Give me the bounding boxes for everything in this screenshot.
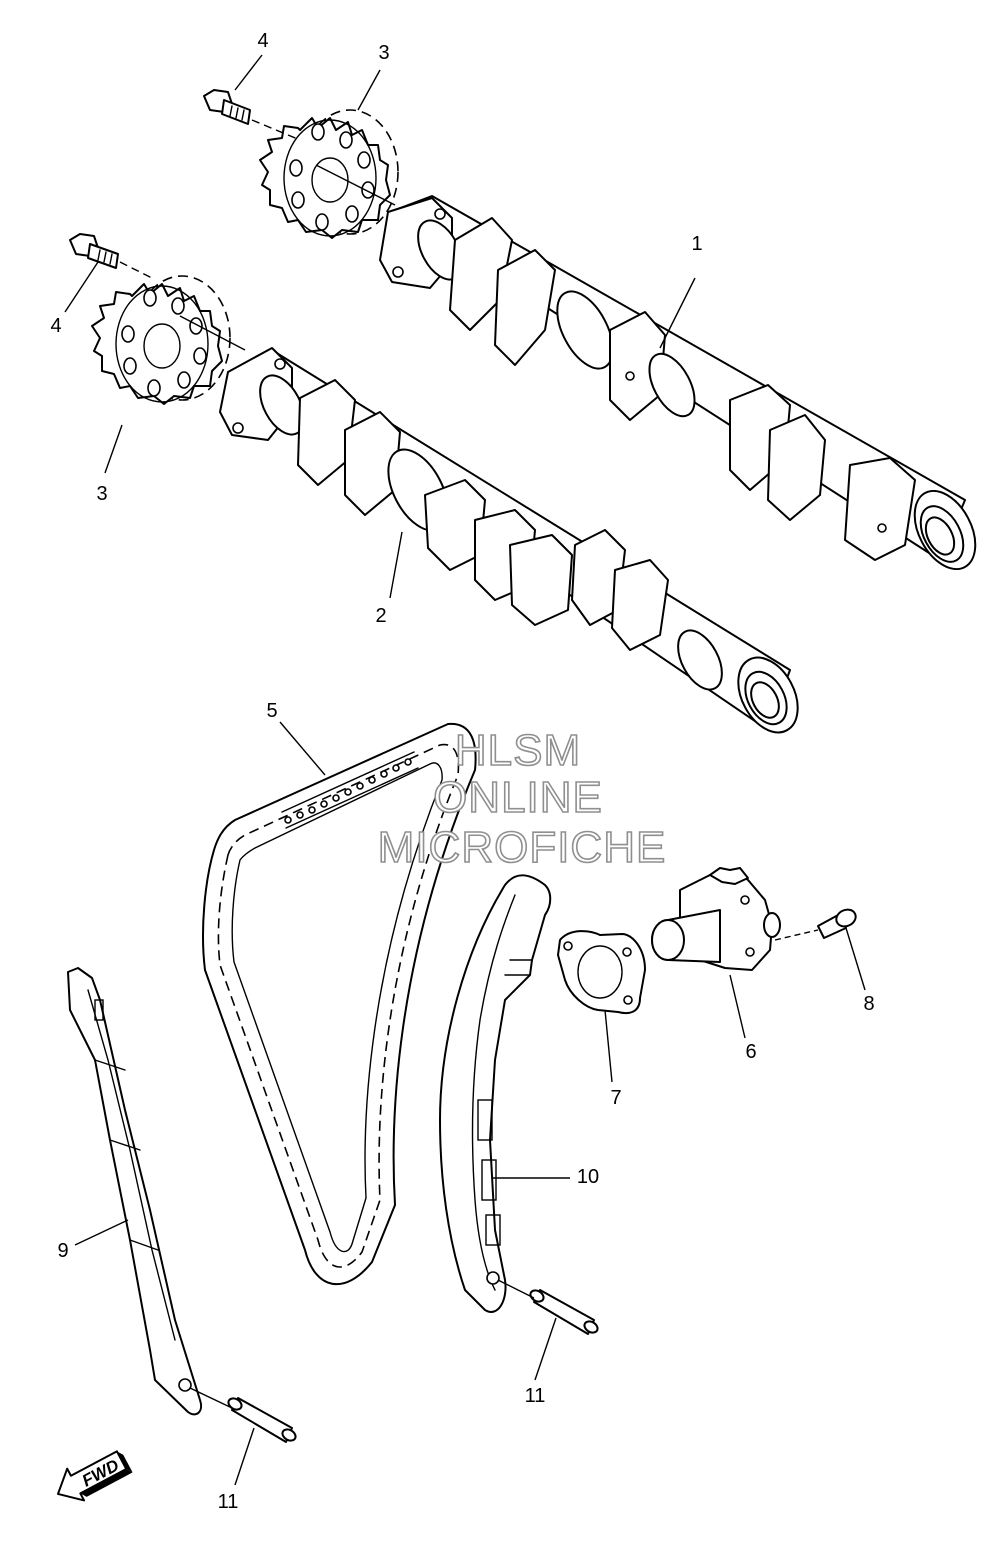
watermark-line-2: ONLINE xyxy=(433,773,603,822)
tensioner-bolt xyxy=(817,908,857,939)
guide-pin-right xyxy=(529,1289,599,1335)
callout-11-right: 11 xyxy=(525,1385,546,1407)
cam-sprocket-upper xyxy=(259,109,399,239)
callout-2: 2 xyxy=(375,605,386,627)
chain-tensioner xyxy=(651,867,781,971)
watermark-line-3: MICROFICHE xyxy=(378,823,667,872)
callout-6: 6 xyxy=(745,1041,756,1063)
leader-lines xyxy=(64,54,866,1486)
callout-9: 9 xyxy=(57,1240,68,1262)
callout-4-upper: 4 xyxy=(257,30,268,52)
callout-4-lower: 4 xyxy=(50,315,61,337)
chain-guide-left xyxy=(67,967,202,1416)
callout-8: 8 xyxy=(863,993,874,1015)
cam-sprocket-lower xyxy=(91,275,231,405)
watermark-line-1: HLSM xyxy=(455,726,581,775)
callouts: 1 2 3 3 4 4 5 6 7 8 9 10 11 11 xyxy=(50,30,874,1513)
camshaft-upper xyxy=(379,195,977,571)
chain-guide-right xyxy=(439,874,552,1313)
callout-5: 5 xyxy=(266,700,277,722)
callout-3-lower: 3 xyxy=(96,483,107,505)
callout-11-left: 11 xyxy=(218,1491,239,1513)
tensioner-gasket xyxy=(557,930,646,1015)
callout-7: 7 xyxy=(610,1087,621,1109)
sprocket-bolt-lower xyxy=(69,233,119,269)
callout-3-upper: 3 xyxy=(378,42,389,64)
sprocket-bolt-upper xyxy=(203,89,251,125)
callout-1: 1 xyxy=(691,233,702,255)
callout-10: 10 xyxy=(577,1166,599,1188)
guide-pin-left xyxy=(227,1397,297,1443)
forward-direction-badge: FWD xyxy=(56,1450,133,1502)
camshaft-lower xyxy=(219,347,799,734)
cam-chain xyxy=(202,722,477,1286)
chain-links xyxy=(281,751,419,829)
watermark: HLSM ONLINE MICROFICHE xyxy=(377,725,667,873)
